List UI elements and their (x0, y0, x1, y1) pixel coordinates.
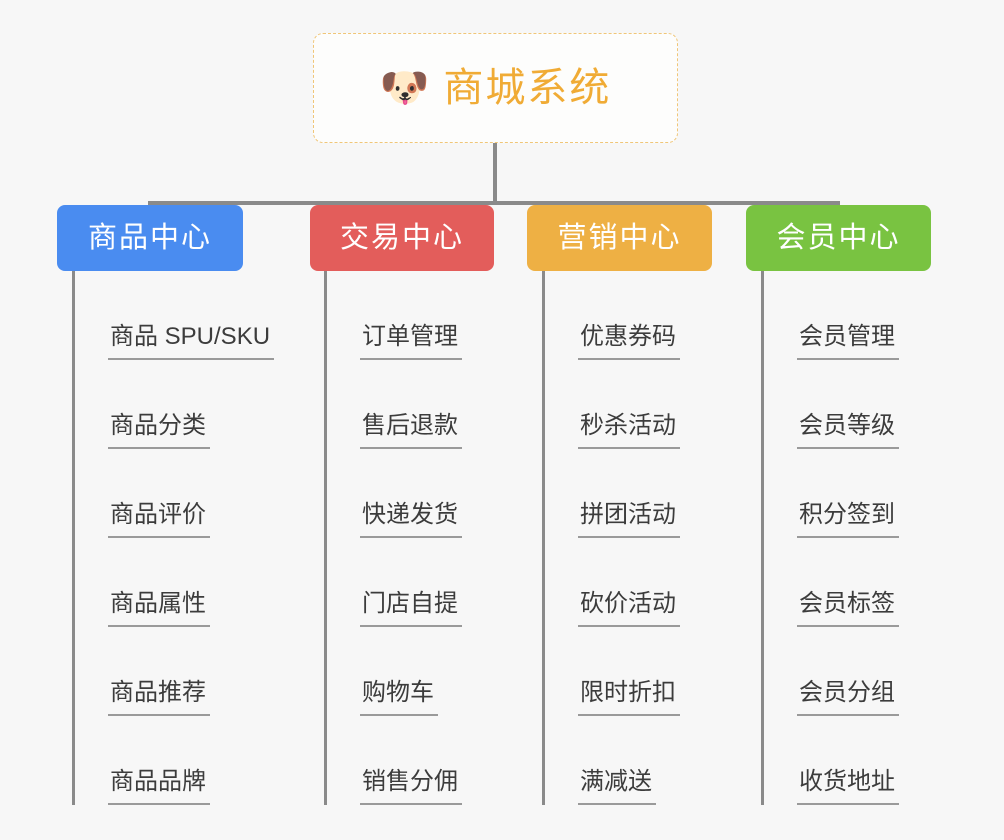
leaf-item[interactable]: 优惠券码 (545, 271, 680, 360)
leaf-label: 购物车 (360, 678, 438, 716)
leaf-item[interactable]: 满减送 (545, 716, 680, 805)
leaf-item[interactable]: 拼团活动 (545, 449, 680, 538)
connector-root-stem (493, 143, 497, 201)
leaf-label: 销售分佣 (360, 767, 462, 805)
leaf-label: 订单管理 (360, 322, 462, 360)
branch-label: 会员中心 (776, 221, 901, 254)
leaf-label: 商品分类 (108, 411, 210, 449)
branch-label: 商品中心 (87, 221, 212, 254)
leaf-item[interactable]: 积分签到 (764, 449, 899, 538)
leaf-list-1: 订单管理售后退款快递发货门店自提购物车销售分佣 (324, 271, 462, 805)
leaf-item[interactable]: 限时折扣 (545, 627, 680, 716)
branch-node-3[interactable]: 会员中心 (746, 205, 931, 271)
branch-node-1[interactable]: 交易中心 (310, 205, 494, 271)
leaf-item[interactable]: 购物车 (327, 627, 462, 716)
leaf-item[interactable]: 商品 SPU/SKU (75, 271, 275, 360)
connector-horizontal-bus (150, 201, 840, 205)
leaf-label: 商品推荐 (108, 678, 210, 716)
leaf-item[interactable]: 收货地址 (764, 716, 899, 805)
leaf-label: 收货地址 (797, 767, 899, 805)
root-title: 商城系统 (443, 66, 612, 110)
leaf-list-3: 会员管理会员等级积分签到会员标签会员分组收货地址 (761, 271, 899, 805)
leaf-item[interactable]: 会员等级 (764, 360, 899, 449)
root-node[interactable]: 🐶 商城系统 (313, 33, 678, 143)
branch-node-0[interactable]: 商品中心 (57, 205, 243, 271)
branch-label: 营销中心 (557, 221, 682, 254)
dog-face-icon: 🐶 (379, 66, 430, 110)
leaf-item[interactable]: 快递发货 (327, 449, 462, 538)
leaf-item[interactable]: 商品品牌 (75, 716, 274, 805)
leaf-label: 积分签到 (797, 500, 899, 538)
leaf-item[interactable]: 订单管理 (327, 271, 462, 360)
leaf-item[interactable]: 商品推荐 (75, 627, 274, 716)
leaf-label: 商品属性 (108, 589, 210, 627)
leaf-item[interactable]: 会员标签 (764, 538, 899, 627)
leaf-label: 快递发货 (360, 500, 462, 538)
leaf-item[interactable]: 商品分类 (75, 360, 274, 449)
leaf-label: 会员标签 (797, 589, 899, 627)
leaf-list-2: 优惠券码秒杀活动拼团活动砍价活动限时折扣满减送 (542, 271, 680, 805)
leaf-list-0: 商品 SPU/SKU 商品分类商品评价商品属性商品推荐商品品牌 (72, 271, 275, 805)
leaf-label: 会员分组 (797, 678, 899, 716)
leaf-item[interactable]: 砍价活动 (545, 538, 680, 627)
leaf-label: 优惠券码 (578, 322, 680, 360)
leaf-label: 满减送 (578, 767, 656, 805)
branch-node-2[interactable]: 营销中心 (527, 205, 712, 271)
leaf-item[interactable]: 销售分佣 (327, 716, 462, 805)
leaf-item[interactable]: 会员分组 (764, 627, 899, 716)
leaf-label: 商品评价 (108, 500, 210, 538)
leaf-item[interactable]: 售后退款 (327, 360, 462, 449)
leaf-item[interactable]: 商品属性 (75, 538, 274, 627)
leaf-label: 限时折扣 (578, 678, 680, 716)
leaf-item[interactable]: 秒杀活动 (545, 360, 680, 449)
leaf-label: 商品品牌 (108, 767, 210, 805)
leaf-item[interactable]: 门店自提 (327, 538, 462, 627)
leaf-label: 秒杀活动 (578, 411, 680, 449)
leaf-label: 门店自提 (360, 589, 462, 627)
leaf-label: 售后退款 (360, 411, 462, 449)
leaf-item[interactable]: 商品评价 (75, 449, 274, 538)
leaf-item[interactable]: 会员管理 (764, 271, 899, 360)
leaf-label: 砍价活动 (578, 589, 680, 627)
branch-label: 交易中心 (339, 221, 464, 254)
leaf-label: 会员等级 (797, 411, 899, 449)
leaf-label: 会员管理 (797, 322, 899, 360)
leaf-label: 商品 SPU/SKU (108, 322, 275, 360)
leaf-label: 拼团活动 (578, 500, 680, 538)
